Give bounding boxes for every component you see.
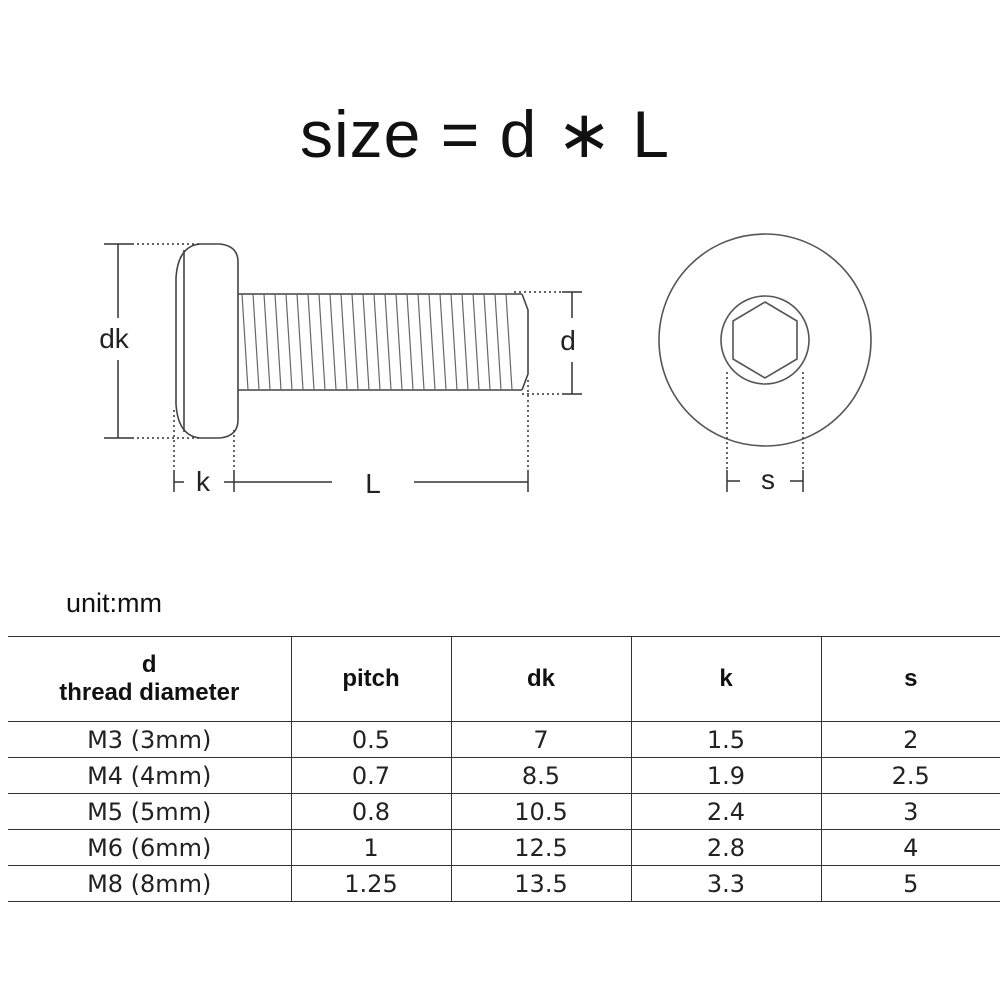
header-d: d: [141, 651, 157, 678]
cell-dk: 12.5: [450, 829, 632, 866]
table-row: M5 (5mm) 0.8 10.5 2.4 3: [8, 793, 1000, 830]
cell-pitch: 1.25: [290, 865, 452, 902]
table-header-row: d thread diameter pitch dk k s: [8, 636, 1000, 722]
cell-pitch: 0.7: [290, 757, 452, 794]
cell-k: 1.9: [630, 757, 822, 794]
cell-size: M3 (3mm): [8, 721, 292, 758]
cell-pitch: 0.8: [290, 793, 452, 830]
header-dk: dk: [450, 636, 632, 722]
header-thread-diameter: d thread diameter: [8, 636, 292, 722]
cell-s: 2.5: [820, 757, 1000, 794]
cell-pitch: 0.5: [290, 721, 452, 758]
header-k: k: [630, 636, 822, 722]
dk-dimension: [104, 243, 200, 439]
dimension-diagram: dk d k L s: [99, 233, 872, 499]
cell-pitch: 1: [290, 829, 452, 866]
cell-s: 4: [820, 829, 1000, 866]
cell-s: 2: [820, 721, 1000, 758]
cell-dk: 8.5: [450, 757, 632, 794]
cell-size: M6 (6mm): [8, 829, 292, 866]
cell-dk: 7: [450, 721, 632, 758]
table-row: M4 (4mm) 0.7 8.5 1.9 2.5: [8, 757, 1000, 794]
cell-k: 2.4: [630, 793, 822, 830]
s-dimension: [726, 372, 804, 492]
d-label: d: [560, 325, 576, 356]
cell-size: M5 (5mm): [8, 793, 292, 830]
header-thread-diameter-text: thread diameter: [59, 679, 240, 706]
header-s: s: [820, 636, 1000, 722]
screw-head-top-view-icon: [658, 233, 872, 447]
dk-label: dk: [99, 323, 130, 354]
header-pitch: pitch: [290, 636, 452, 722]
l-label: L: [365, 468, 381, 499]
cell-k: 1.5: [630, 721, 822, 758]
spec-table: d thread diameter pitch dk k s M3 (3mm) …: [8, 636, 1000, 902]
table-row: M3 (3mm) 0.5 7 1.5 2: [8, 721, 1000, 758]
cell-dk: 10.5: [450, 793, 632, 830]
screw-side-view-icon: [175, 243, 529, 439]
cell-dk: 13.5: [450, 865, 632, 902]
k-l-dimension: [173, 380, 529, 492]
cell-k: 2.8: [630, 829, 822, 866]
cell-k: 3.3: [630, 865, 822, 902]
d-dimension: [514, 291, 582, 395]
formula-title: size = d ∗ L: [300, 97, 670, 171]
cell-size: M4 (4mm): [8, 757, 292, 794]
k-label: k: [196, 466, 211, 497]
table-row: M8 (8mm) 1.25 13.5 3.3 5: [8, 865, 1000, 902]
unit-label: unit:mm: [66, 588, 163, 618]
cell-s: 5: [820, 865, 1000, 902]
cell-size: M8 (8mm): [8, 865, 292, 902]
s-label: s: [761, 464, 775, 495]
cell-s: 3: [820, 793, 1000, 830]
table-row: M6 (6mm) 1 12.5 2.8 4: [8, 829, 1000, 866]
